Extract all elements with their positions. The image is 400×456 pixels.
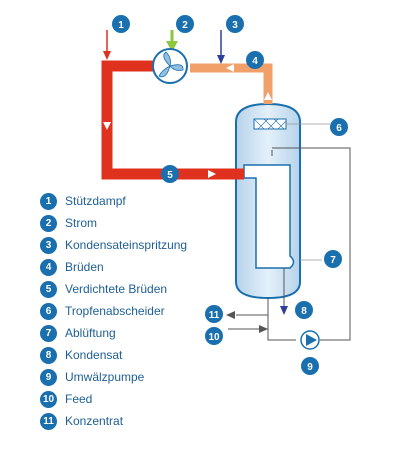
- svg-text:1: 1: [118, 20, 124, 31]
- legend-label: Tropfenabscheider: [65, 304, 165, 318]
- badge-5: 5: [161, 165, 179, 183]
- legend-badge: 7: [40, 324, 57, 342]
- legend-badge: 8: [40, 346, 57, 364]
- legend-badge: 2: [40, 214, 57, 232]
- svg-text:5: 5: [167, 170, 173, 181]
- badge-2: 2: [176, 15, 194, 33]
- legend: 1 Stützdampf 2 Strom 3 Kondensateinspritzun…: [40, 190, 187, 432]
- legend-badge: 1: [40, 192, 57, 210]
- legend-label: Stützdampf: [65, 194, 126, 208]
- legend-badge: 5: [40, 280, 57, 298]
- svg-text:11: 11: [209, 310, 220, 321]
- legend-item: 11 Konzentrat: [40, 410, 187, 432]
- legend-label: Konzentrat: [65, 414, 124, 428]
- legend-item: 9 Umwälzpumpe: [40, 366, 187, 388]
- legend-label: Feed: [65, 392, 93, 406]
- legend-badge: 3: [40, 236, 57, 254]
- svg-text:6: 6: [336, 123, 342, 134]
- badge-3: 3: [226, 15, 244, 33]
- legend-item: 8 Kondensat: [40, 344, 187, 366]
- legend-item: 1 Stützdampf: [40, 190, 187, 212]
- svg-text:4: 4: [252, 56, 258, 67]
- svg-text:3: 3: [232, 20, 238, 31]
- pump-icon: [300, 330, 320, 350]
- legend-item: 5 Verdichtete Brüden: [40, 278, 187, 300]
- legend-label: Kondensateinspritzung: [65, 238, 188, 252]
- legend-label: Umwälzpumpe: [65, 370, 145, 384]
- badge-7: 7: [324, 250, 342, 268]
- vapor-pipe: [190, 63, 273, 104]
- legend-label: Brüden: [65, 260, 104, 274]
- legend-item: 7 Ablüftung: [40, 322, 187, 344]
- legend-badge: 11: [40, 412, 57, 430]
- legend-item: 10 Feed: [40, 388, 187, 410]
- badge-9: 9: [301, 357, 319, 375]
- legend-item: 3 Kondensateinspritzung: [40, 234, 187, 256]
- legend-label: Strom: [65, 216, 98, 230]
- heat-exchanger-chamber: [243, 164, 295, 269]
- svg-text:8: 8: [301, 306, 307, 317]
- legend-item: 4 Brüden: [40, 256, 187, 278]
- legend-label: Verdichtete Brüden: [65, 282, 168, 296]
- badge-8: 8: [295, 301, 313, 319]
- legend-badge: 4: [40, 258, 57, 276]
- legend-label: Ablüftung: [65, 326, 116, 340]
- legend-badge: 6: [40, 302, 57, 320]
- badge-10: 10: [205, 327, 223, 345]
- badge-1: 1: [112, 15, 130, 33]
- badge-11: 11: [205, 305, 223, 323]
- badge-4: 4: [246, 51, 264, 69]
- svg-text:10: 10: [208, 332, 220, 343]
- legend-badge: 9: [40, 368, 57, 386]
- legend-label: Kondensat: [65, 348, 123, 362]
- compressor-icon: [152, 48, 188, 84]
- legend-item: 2 Strom: [40, 212, 187, 234]
- svg-text:7: 7: [330, 255, 336, 266]
- svg-text:2: 2: [182, 20, 188, 31]
- legend-badge: 10: [40, 390, 57, 408]
- diagram-badges: 1 2 3 4 5 6 7 8 9 10 11: [112, 15, 348, 375]
- legend-item: 6 Tropfenabscheider: [40, 300, 187, 322]
- badge-6: 6: [330, 118, 348, 136]
- svg-text:9: 9: [307, 362, 313, 373]
